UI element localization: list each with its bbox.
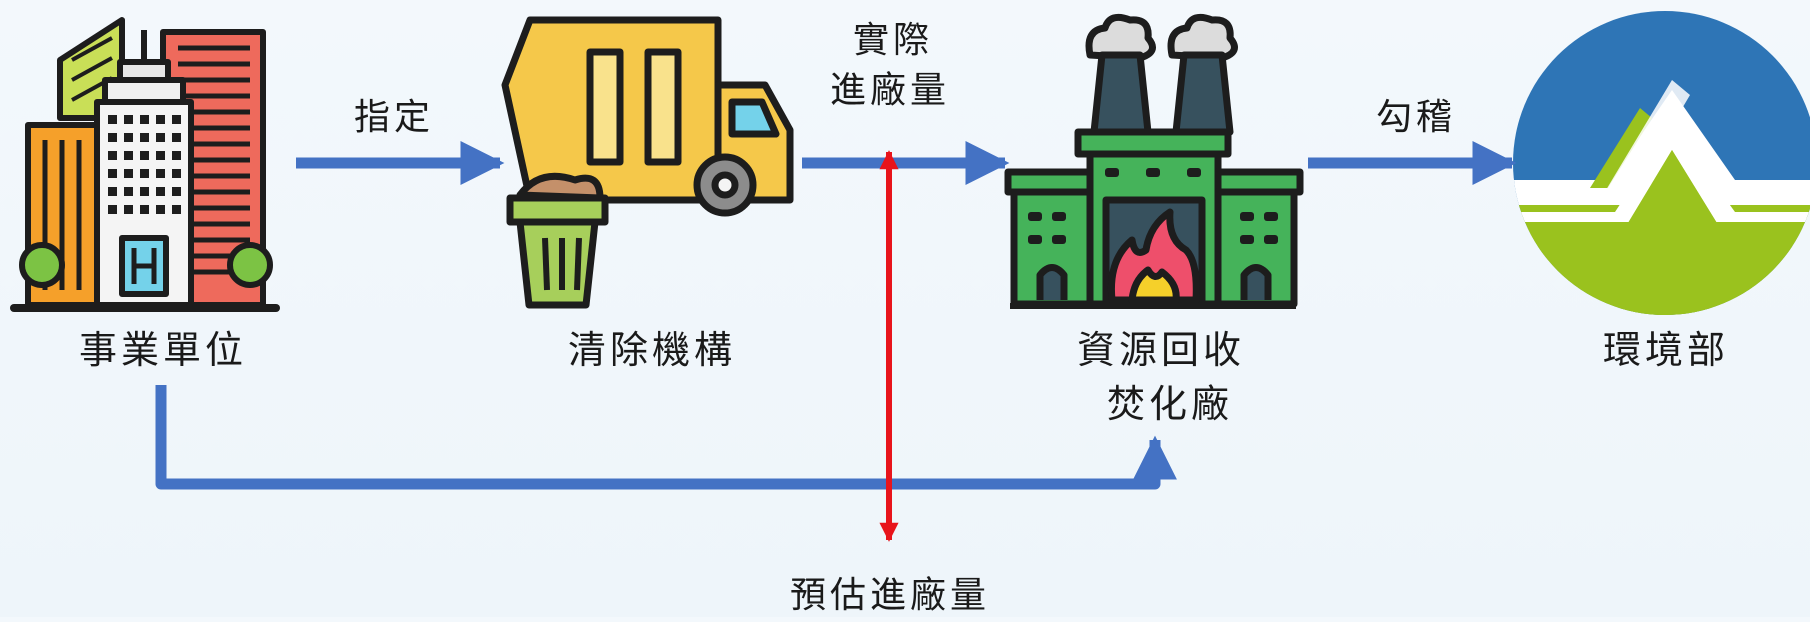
- ministry-logo: [1513, 11, 1810, 315]
- edge-label-assign: 指定: [353, 97, 434, 138]
- node-label-ministry: 環境部: [1602, 328, 1729, 372]
- garbage-truck-icon: [501, 16, 794, 309]
- edge-label-actual-line2: 進廠量: [829, 70, 950, 111]
- node-label-plant-line1: 資源回收: [1076, 328, 1245, 372]
- edge-label-report: 勾稽: [1375, 97, 1456, 138]
- buildings-icon: [10, 17, 280, 312]
- edge-label-estimated: 預估進廠量: [789, 575, 990, 616]
- node-label-business: 事業單位: [78, 328, 247, 372]
- node-label-cleaner: 清除機構: [567, 328, 736, 372]
- edge-label-actual-line1: 實際: [852, 20, 933, 61]
- node-label-plant-line2: 焚化廠: [1106, 382, 1233, 426]
- arrow-business-to-plant: [155, 385, 1177, 490]
- factory-icon: [1004, 13, 1304, 309]
